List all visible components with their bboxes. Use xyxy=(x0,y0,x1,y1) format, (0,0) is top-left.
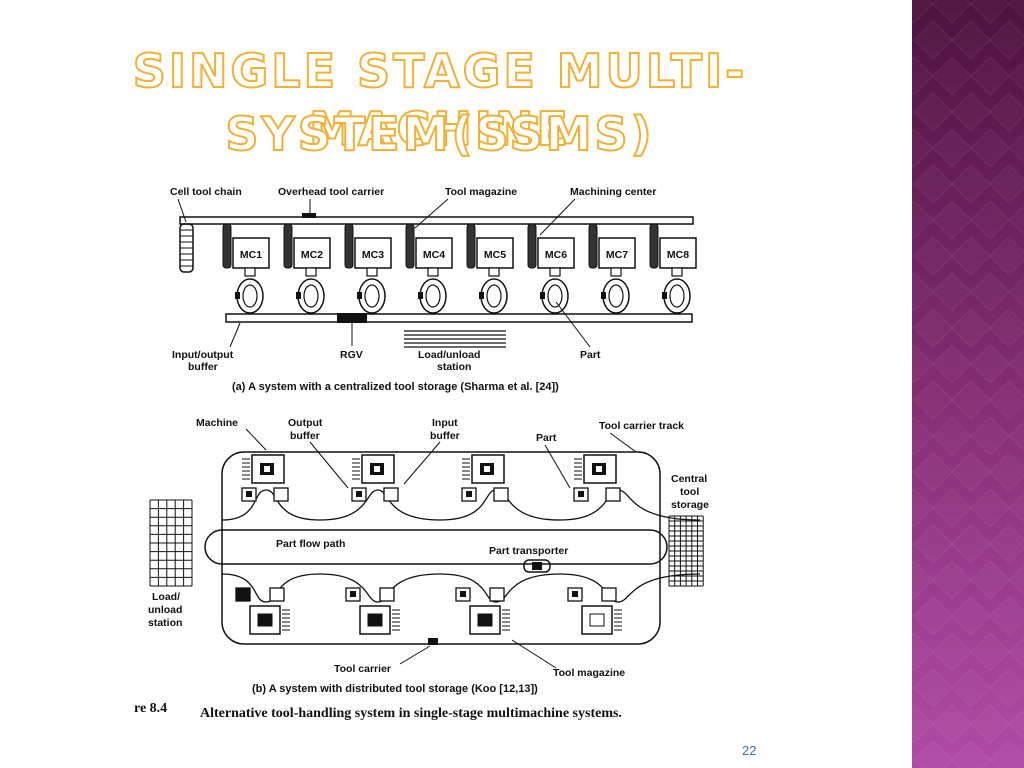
machine-label: MC5 xyxy=(484,249,506,261)
label-part-transporter: Part transporter xyxy=(489,545,568,557)
label-tool-carrier-track: Tool carrier track xyxy=(599,420,684,432)
machining-center: MC3 xyxy=(344,223,392,314)
slide-title-line2: SYSTEM(SSMS) xyxy=(224,106,655,162)
machine-top xyxy=(351,454,399,502)
machining-center: MC6 xyxy=(527,223,575,314)
figure-caption: Alternative tool-handling system in sing… xyxy=(200,706,622,721)
label-tool-carrier: Tool carrier xyxy=(334,663,391,675)
label-load-unload-b-3: station xyxy=(148,617,182,629)
label-machining-center: Machining center xyxy=(570,186,656,198)
machine-label: MC8 xyxy=(667,249,689,261)
caption-b: (b) A system with distributed tool stora… xyxy=(252,683,538,695)
label-central-3: storage xyxy=(671,499,709,511)
label-load-unload-b-2: unload xyxy=(148,604,182,616)
tool-handling-figure: Cell tool chain Overhead tool carrier To… xyxy=(134,186,709,721)
decorative-sidebar xyxy=(912,0,1024,768)
machine-label: MC7 xyxy=(606,249,628,261)
machine-top xyxy=(461,454,509,502)
page-number: 22 xyxy=(742,743,757,758)
machining-center: MC8 xyxy=(649,223,697,314)
label-rgv: RGV xyxy=(340,349,363,361)
machine-bottom xyxy=(345,587,400,635)
label-overhead-tool-carrier: Overhead tool carrier xyxy=(278,186,384,198)
label-tool-magazine: Tool magazine xyxy=(445,186,517,198)
machine-label: MC4 xyxy=(423,249,445,261)
label-output-buffer-1: Output xyxy=(288,417,323,429)
label-part-flow-path: Part flow path xyxy=(276,538,345,550)
figure-a: Cell tool chain Overhead tool carrier To… xyxy=(170,186,697,393)
label-machine: Machine xyxy=(196,417,238,429)
label-load-unload-b-1: Load/ xyxy=(152,591,180,603)
machine-bottom xyxy=(455,587,510,635)
caption-a: (a) A system with a centralized tool sto… xyxy=(232,381,559,393)
slide-title-line1: SINGLE STAGE MULTI-MACHINE xyxy=(132,43,748,157)
machine-bottom xyxy=(235,587,290,635)
machine-label: MC3 xyxy=(362,249,384,261)
machine-bottom xyxy=(567,587,622,635)
machine-label: MC6 xyxy=(545,249,567,261)
machine-label: MC2 xyxy=(301,249,323,261)
label-io-buffer-1: Input/output xyxy=(172,349,234,361)
machine-top xyxy=(241,454,289,502)
label-load-unload-2: station xyxy=(437,361,471,373)
label-load-unload-1: Load/unload xyxy=(418,349,480,361)
label-output-buffer-2: buffer xyxy=(290,430,320,442)
label-input-buffer-2: buffer xyxy=(430,430,460,442)
label-tool-magazine-b: Tool magazine xyxy=(553,667,625,679)
machining-center: MC4 xyxy=(405,223,453,314)
label-central-1: Central xyxy=(671,473,707,485)
machining-center: MC7 xyxy=(588,223,636,314)
label-cell-tool-chain: Cell tool chain xyxy=(170,186,242,198)
figure-number: re 8.4 xyxy=(134,701,167,716)
label-central-2: tool xyxy=(680,486,699,498)
figure-b: Machine Output buffer Input buffer Part … xyxy=(148,417,709,695)
machining-center: MC1 xyxy=(222,223,270,314)
label-io-buffer-2: buffer xyxy=(188,361,218,373)
machining-center: MC5 xyxy=(466,223,514,314)
label-input-buffer-1: Input xyxy=(432,417,458,429)
machine-top xyxy=(573,454,621,502)
machining-center: MC2 xyxy=(283,223,331,314)
label-part-b: Part xyxy=(536,432,557,444)
machine-label: MC1 xyxy=(240,249,262,261)
label-part-a: Part xyxy=(580,349,601,361)
